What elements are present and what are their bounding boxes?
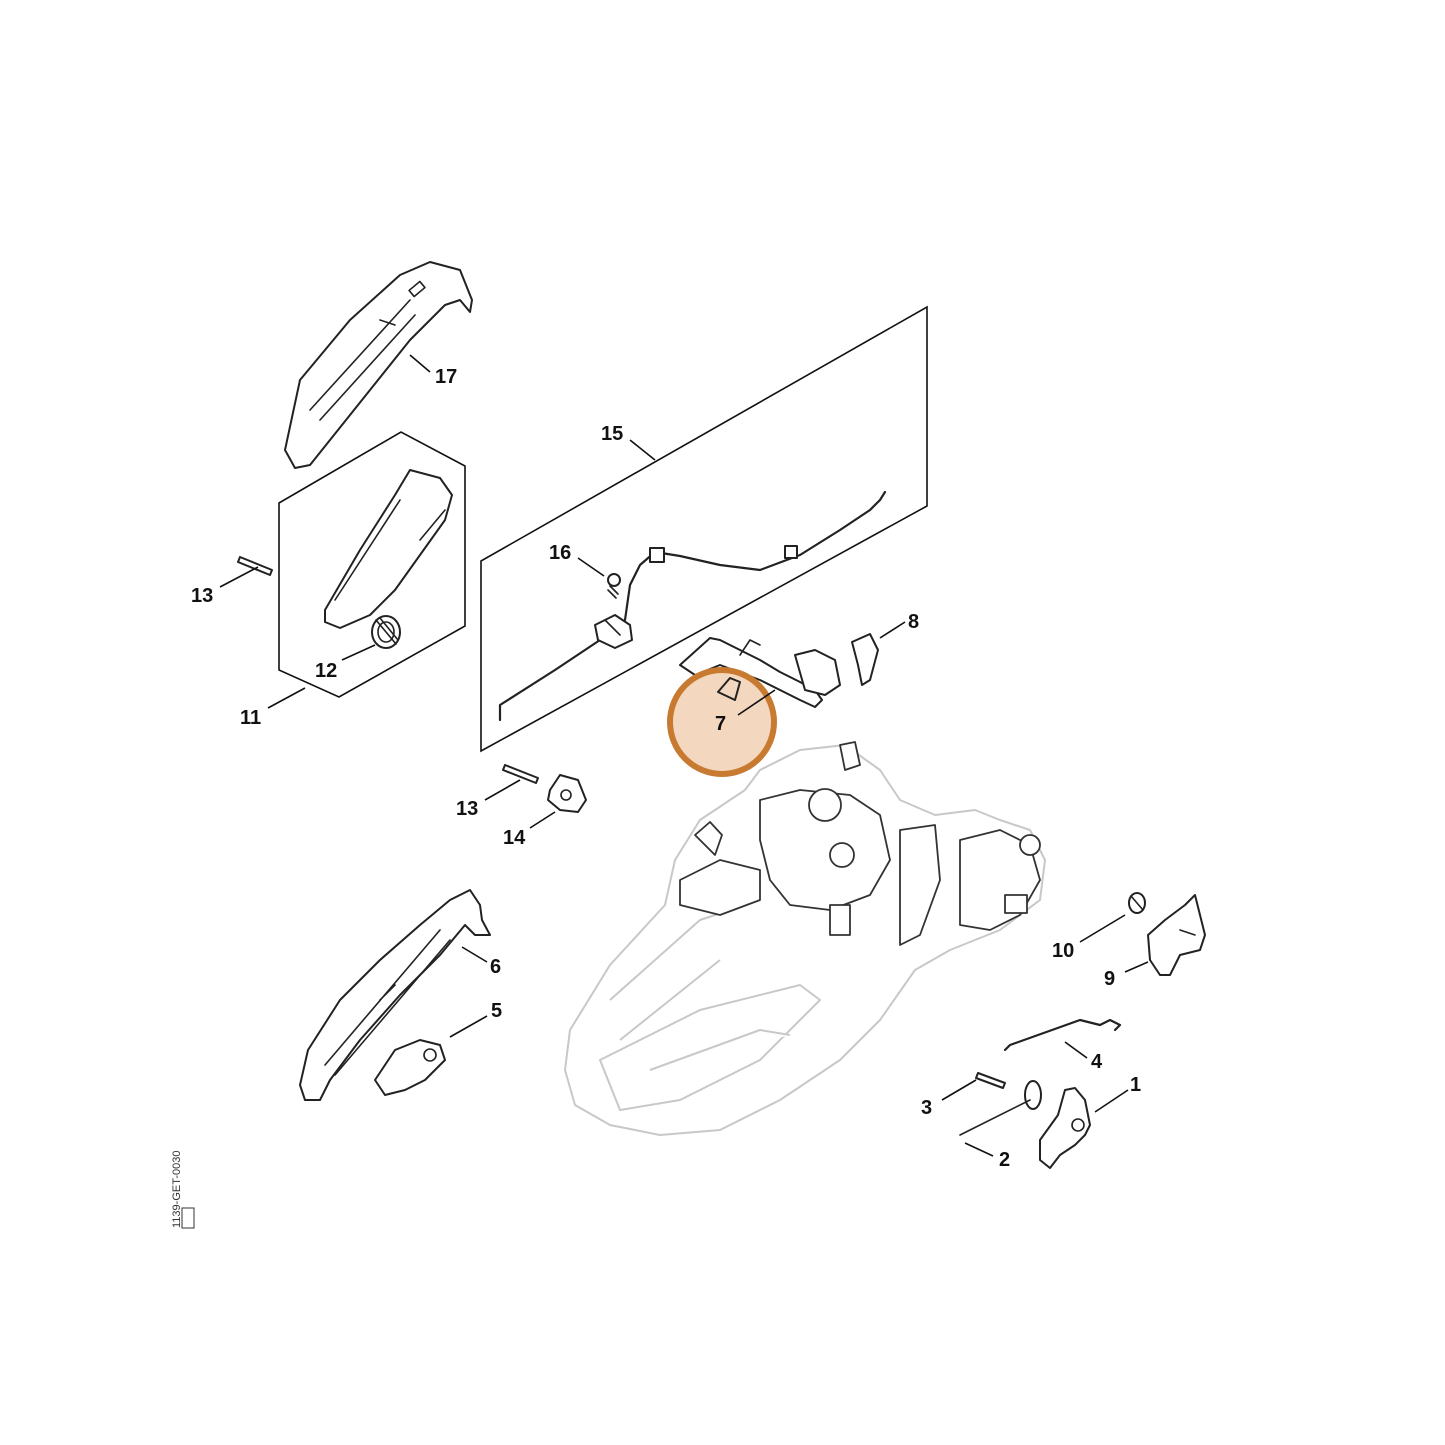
callout-1[interactable]: 1 xyxy=(1130,1074,1141,1096)
highlight-circle-part-7 xyxy=(667,667,777,777)
part-11-grip-cover xyxy=(324,469,453,629)
callout-6[interactable]: 6 xyxy=(490,956,501,978)
callout-8[interactable]: 8 xyxy=(908,611,919,633)
callout-15[interactable]: 15 xyxy=(601,423,623,445)
callout-11[interactable]: 11 xyxy=(240,707,261,729)
part-2-spring xyxy=(959,1080,1042,1136)
part-5-lever xyxy=(374,1039,446,1096)
callouts: 17 15 16 13 12 11 7 8 13 14 6 5 10 9 4 1… xyxy=(191,366,1141,1171)
callout-7[interactable]: 7 xyxy=(715,713,726,735)
drawing-code-text: 1139-GET-0030 xyxy=(171,1151,183,1228)
part-4-rod xyxy=(1003,1018,1122,1052)
housing-assembly xyxy=(564,741,1046,1136)
callout-16[interactable]: 16 xyxy=(549,542,571,564)
kit-frame-15 xyxy=(480,305,928,753)
part-12-spring xyxy=(371,615,401,649)
part-9-trigger-lever xyxy=(1147,894,1206,976)
part-6-handle-cover xyxy=(299,889,491,1101)
kit-frame-11 xyxy=(278,431,466,698)
callout-17[interactable]: 17 xyxy=(435,366,457,388)
part-13-pin-lower xyxy=(502,764,539,784)
part-3-pin xyxy=(975,1072,1006,1089)
callout-12[interactable]: 12 xyxy=(315,660,337,682)
part-1-throttle-trigger xyxy=(1039,1087,1091,1169)
callout-9[interactable]: 9 xyxy=(1104,968,1115,990)
part-17-handle-cover xyxy=(284,261,473,469)
callout-2[interactable]: 2 xyxy=(999,1149,1010,1171)
leader-lines xyxy=(219,354,1149,1157)
drawing-code: 1139-GET-0030 xyxy=(171,1151,183,1228)
part-15-throttle-cable xyxy=(498,490,887,722)
part-13-pin-upper xyxy=(237,556,273,576)
callout-13-lower[interactable]: 13 xyxy=(456,798,478,820)
part-8-lever xyxy=(851,633,879,686)
callout-3[interactable]: 3 xyxy=(921,1097,932,1119)
part-14-bracket xyxy=(547,774,587,813)
callout-5[interactable]: 5 xyxy=(491,1000,502,1022)
callout-14[interactable]: 14 xyxy=(503,827,526,849)
part-7-shaft-tip xyxy=(717,677,741,701)
part-16-screw xyxy=(607,573,621,599)
callout-13-upper[interactable]: 13 xyxy=(191,585,213,607)
callout-4[interactable]: 4 xyxy=(1091,1051,1103,1073)
callout-10[interactable]: 10 xyxy=(1052,940,1074,962)
part-10-spring xyxy=(1128,892,1146,914)
drawing-code-box xyxy=(181,1207,195,1229)
